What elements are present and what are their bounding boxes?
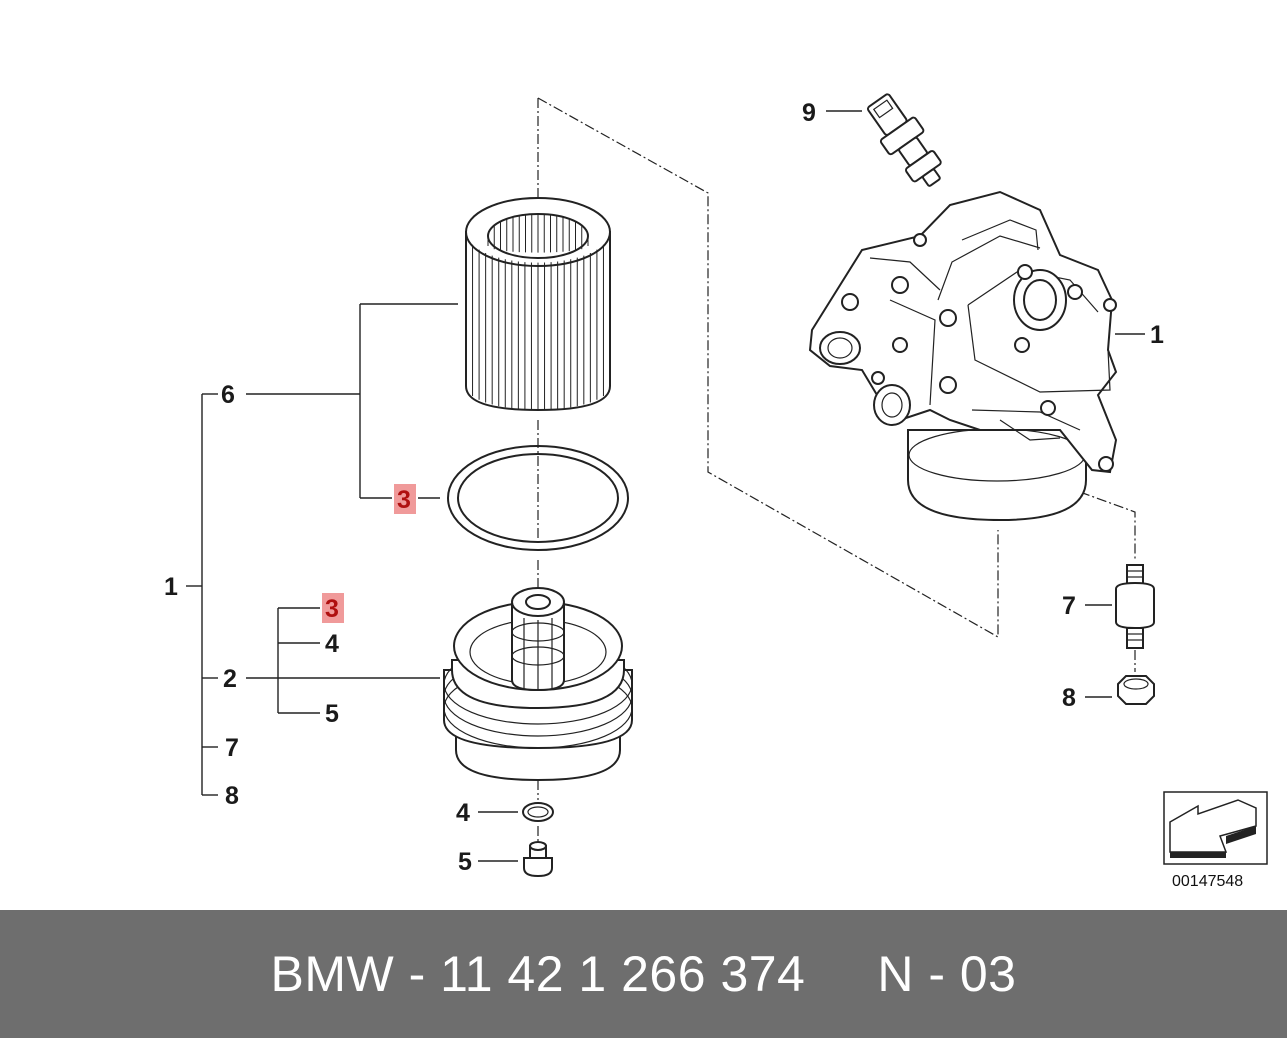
filter-sealing-ring bbox=[447, 445, 629, 551]
filter-inner-mesh bbox=[487, 214, 589, 253]
label-tree-6: 6 bbox=[221, 381, 235, 409]
label-tree-3b: 3 bbox=[325, 595, 339, 623]
oil-filter-element bbox=[465, 197, 611, 412]
orientation-arrow-box: 00147548 bbox=[1163, 791, 1268, 890]
highlight-box-3a bbox=[394, 484, 416, 514]
filter-housing-cover bbox=[443, 587, 633, 782]
label-tree-2: 2 bbox=[223, 665, 237, 693]
label-tree-8: 8 bbox=[225, 782, 239, 810]
label-part-5: 5 bbox=[458, 848, 472, 876]
part-number-caption: BMW - 11 42 1 266 374 N - 03 bbox=[270, 946, 1017, 1002]
label-part-9: 9 bbox=[802, 99, 816, 127]
label-tree-3a: 3 bbox=[397, 486, 411, 514]
label-part-8: 8 bbox=[1062, 684, 1076, 712]
highlight-box-3b bbox=[322, 593, 344, 623]
hierarchy-tree-lines bbox=[186, 110, 1145, 862]
stud-bolt bbox=[1115, 564, 1155, 649]
oil-filter-housing bbox=[808, 190, 1118, 522]
label-part-4: 4 bbox=[456, 799, 470, 827]
oil-pressure-switch bbox=[866, 93, 942, 187]
label-part-7: 7 bbox=[1062, 592, 1076, 620]
drain-plug bbox=[523, 841, 553, 878]
callout-labels: 1 6 3 3 4 2 5 7 8 9 1 7 8 4 5 bbox=[164, 99, 1164, 876]
parts-diagram-svg: 1 6 3 3 4 2 5 7 8 9 1 7 8 4 5 00147548 bbox=[164, 93, 1268, 890]
filter-pleats bbox=[465, 232, 611, 410]
o-ring bbox=[522, 802, 554, 822]
hex-nut bbox=[1117, 675, 1155, 705]
footer-bar: BMW - 11 42 1 266 374 N - 03 bbox=[0, 910, 1287, 1038]
reference-number: 00147548 bbox=[1172, 873, 1243, 890]
label-part-1: 1 bbox=[1150, 321, 1164, 349]
assembly-guide-lines bbox=[537, 97, 1136, 842]
label-tree-1: 1 bbox=[164, 573, 178, 601]
parts-diagram: 1 6 3 3 4 2 5 7 8 9 1 7 8 4 5 00147548 bbox=[164, 93, 1268, 890]
label-tree-4: 4 bbox=[325, 630, 339, 658]
label-tree-5: 5 bbox=[325, 700, 339, 728]
label-tree-7: 7 bbox=[225, 734, 239, 762]
